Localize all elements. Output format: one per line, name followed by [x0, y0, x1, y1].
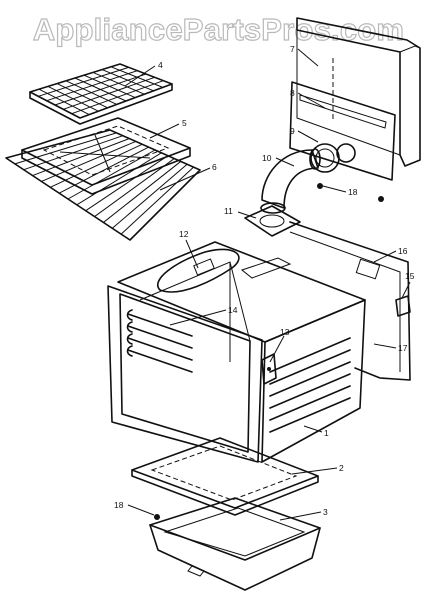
bake-element [157, 248, 292, 293]
callout-18-bottom: 18 [114, 500, 124, 510]
rack-wire [41, 140, 136, 182]
oven-cavity [107, 241, 366, 463]
grid-bar [46, 70, 138, 102]
grid-bar [71, 80, 164, 115]
callout-1: 1 [324, 428, 329, 438]
rack-wire [111, 163, 188, 229]
grid-bar [54, 73, 147, 106]
callout-4: 4 [158, 60, 163, 70]
vent-tube [260, 148, 321, 214]
callout-5: 5 [182, 118, 187, 128]
rack-wire [14, 132, 117, 165]
rack-wire [94, 158, 175, 217]
callout-15: 15 [405, 271, 415, 281]
callout-18-top: 18 [348, 187, 358, 197]
callout-13: 13 [280, 327, 290, 337]
broiler-grid [29, 63, 173, 125]
rack-wire [32, 138, 130, 177]
callout-9: 9 [290, 126, 295, 136]
burner-tray [149, 497, 321, 591]
rack-wire [76, 152, 162, 206]
rack-wire [85, 155, 169, 212]
rack-wire [67, 149, 156, 200]
callout-3: 3 [323, 507, 328, 517]
rack-wire [103, 161, 182, 223]
callout-8: 8 [290, 88, 295, 98]
back-side-panel [289, 221, 411, 381]
callout-14: 14 [228, 305, 238, 315]
sensor-bulb [261, 353, 277, 385]
rack-wire [58, 146, 149, 194]
grid-bar [63, 76, 155, 110]
callout-2: 2 [339, 463, 344, 473]
duct-plate [289, 81, 396, 202]
bottom-panel [131, 437, 319, 516]
callout-17: 17 [398, 343, 408, 353]
broiler-pan [21, 117, 191, 195]
callout-16: 16 [398, 246, 408, 256]
rack-wire [50, 143, 143, 188]
rack-wire [23, 135, 124, 171]
callout-numbers: 4 5 6 7 8 9 10 18 11 12 14 13 16 15 17 1… [114, 44, 415, 517]
callout-12: 12 [179, 229, 189, 239]
leader-lines [124, 48, 411, 521]
rack-wire [120, 166, 194, 235]
callout-10: 10 [262, 153, 272, 163]
oven-rack [5, 129, 201, 241]
rear-panel [296, 17, 421, 167]
vent-base [244, 205, 301, 237]
grid-bar [38, 66, 129, 97]
callout-6: 6 [212, 162, 217, 172]
callout-11: 11 [224, 206, 233, 216]
callout-7: 7 [290, 44, 295, 54]
